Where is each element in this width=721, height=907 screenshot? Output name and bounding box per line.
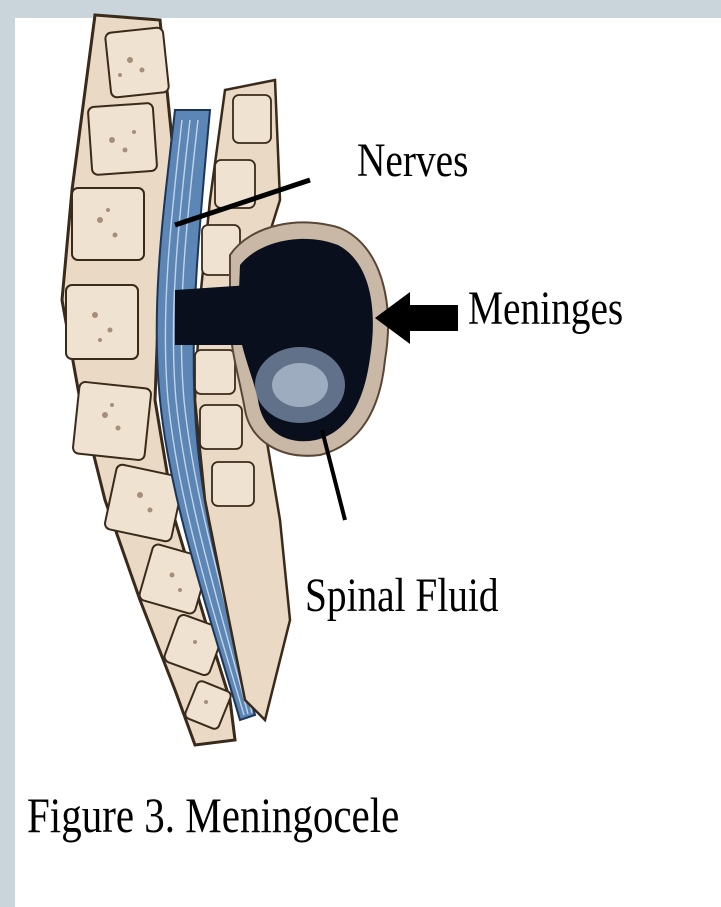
sac-stalk <box>175 285 252 345</box>
figure-caption: Figure 3. Meningocele <box>27 790 399 840</box>
meninges-label: Meninges <box>468 285 623 333</box>
neural-tissue-core <box>272 363 328 407</box>
spinal-fluid-label: Spinal Fluid <box>305 572 499 620</box>
nerves-label: Nerves <box>357 137 468 185</box>
